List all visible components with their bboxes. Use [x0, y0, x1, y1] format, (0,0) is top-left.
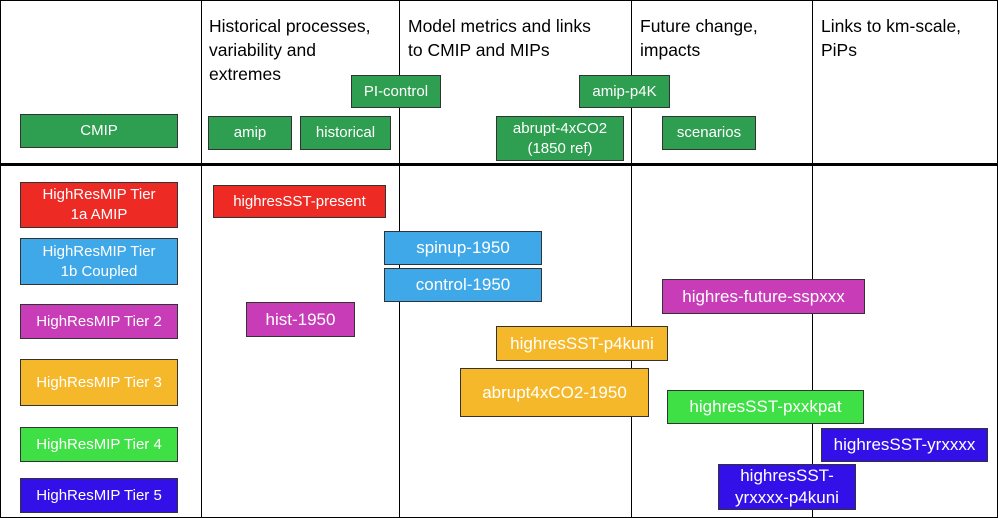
header-model-metrics-line-2: to CMIP and MIPs — [408, 40, 550, 60]
header-future-line-1: Future change, — [640, 16, 758, 36]
header-model-metrics-line-1: Model metrics and links — [408, 16, 591, 36]
exp-yrxxxx-p4kuni-line-1: highresSST- — [740, 466, 834, 485]
exp-abrupt-4xco2: abrupt-4xCO2 (1850 ref) — [496, 116, 624, 161]
frame-left-border — [0, 0, 1, 518]
legend-tier-1b: HighResMIP Tier 1b Coupled — [20, 238, 178, 285]
exp-highressst-yrxxxx-p4kuni: highresSST- yrxxxx-p4kuni — [718, 464, 856, 510]
exp-abrupt-4xco2-line-2: (1850 ref) — [527, 139, 593, 157]
header-future-change: Future change, impacts — [640, 14, 758, 62]
header-separator-line — [0, 163, 998, 166]
exp-historical: historical — [300, 116, 391, 150]
frame-top-border — [0, 0, 998, 1]
legend-tier-1a-line-1: HighResMIP Tier — [42, 186, 156, 203]
exp-highressst-yrxxxx: highresSST-yrxxxx — [821, 428, 988, 462]
legend-tier-2: HighResMIP Tier 2 — [20, 304, 178, 339]
legend-tier-5: HighResMIP Tier 5 — [20, 478, 178, 513]
exp-abrupt-4xco2-line-1: abrupt-4xCO2 — [512, 119, 608, 137]
column-divider-3 — [631, 0, 632, 518]
exp-abrupt4xco2-1950: abrupt4xCO2-1950 — [460, 368, 649, 417]
column-divider-1 — [201, 0, 202, 518]
header-km-scale: Links to km-scale, PiPs — [821, 14, 961, 62]
exp-amip-p4k: amip-p4K — [579, 75, 670, 108]
column-divider-4 — [812, 0, 813, 518]
exp-pi-control: PI-control — [351, 75, 441, 108]
legend-tier-1b-line-2: 1b Coupled — [60, 262, 138, 280]
header-historical-line-3: extremes — [209, 64, 281, 84]
exp-highressst-p4kuni: highresSST-p4kuni — [496, 326, 668, 361]
legend-tier-1b-line-1: HighResMIP Tier — [42, 242, 156, 260]
exp-highressst-present: highresSST-present — [213, 185, 386, 218]
legend-tier-4: HighResMIP Tier 4 — [20, 427, 178, 462]
exp-spinup-1950: spinup-1950 — [384, 231, 542, 265]
legend-cmip: CMIP — [20, 114, 178, 148]
exp-yrxxxx-p4kuni-line-2: yrxxxx-p4kuni — [735, 488, 839, 507]
legend-tier-3: HighResMIP Tier 3 — [20, 359, 178, 406]
exp-control-1950: control-1950 — [384, 268, 542, 302]
exp-amip: amip — [208, 116, 292, 150]
exp-scenarios: scenarios — [662, 116, 756, 150]
header-future-line-2: impacts — [640, 40, 701, 60]
header-km-scale-line-2: PiPs — [821, 40, 857, 60]
exp-hist-1950: hist-1950 — [246, 302, 355, 337]
header-model-metrics: Model metrics and links to CMIP and MIPs — [408, 14, 591, 62]
header-historical-line-1: Historical processes, — [209, 16, 371, 36]
header-km-scale-line-1: Links to km-scale, — [821, 16, 962, 36]
legend-tier-1a: HighResMIP Tier 1a AMIP — [20, 182, 178, 228]
header-historical-line-2: variability and — [209, 40, 316, 60]
legend-tier-1a-line-2: 1a AMIP — [70, 206, 128, 223]
exp-highres-future-sspxxx: highres-future-sspxxx — [662, 279, 865, 314]
header-historical: Historical processes, variability and ex… — [209, 14, 370, 86]
exp-highressst-pxxkpat: highresSST-pxxkpat — [667, 390, 864, 424]
